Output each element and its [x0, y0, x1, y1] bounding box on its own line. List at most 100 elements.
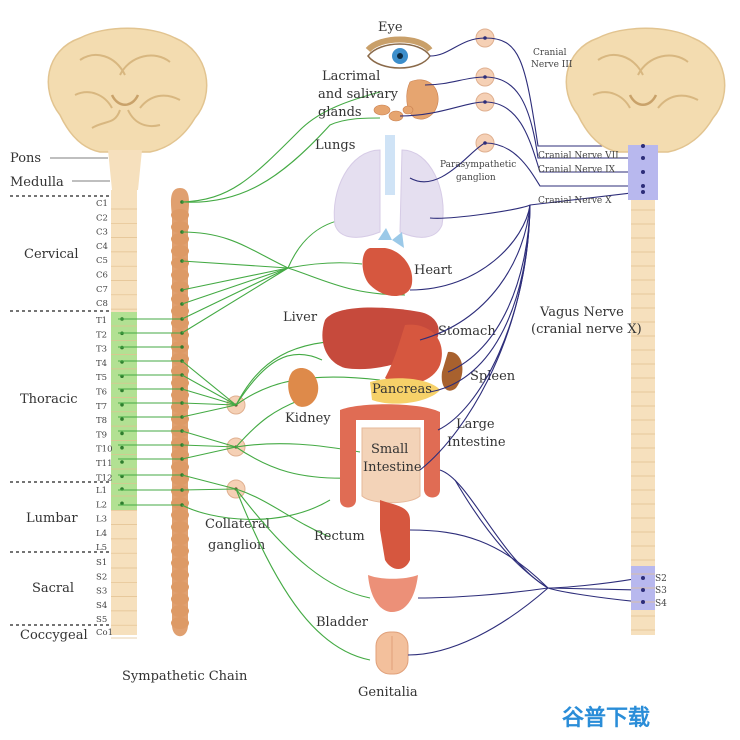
collateral-ganglion-label-2: ganglion: [208, 538, 266, 553]
chain-bead: [171, 545, 189, 557]
segment-label-t10: T10: [96, 445, 113, 455]
chain-bead: [171, 317, 189, 329]
chain-bead: [171, 413, 189, 425]
cord-segment-ticks: [111, 208, 137, 639]
chain-bead: [171, 605, 189, 617]
segment-label-s2: S2: [96, 572, 107, 582]
chain-bead: [171, 281, 189, 293]
cord-root-node: [120, 431, 124, 436]
eye-organ: [365, 36, 433, 69]
chain-bead: [171, 557, 189, 569]
salivary-glands: [373, 79, 439, 122]
lumbar-label: Lumbar: [26, 511, 78, 526]
pancreas-label: Pancreas: [372, 382, 432, 397]
genitalia-label: Genitalia: [358, 685, 418, 700]
segment-label-c2: C2: [96, 213, 108, 223]
rectum-label: Rectum: [314, 529, 365, 544]
left-brainstem: [108, 150, 142, 190]
pancreas-organ: [370, 378, 440, 404]
lacrimal-label-1: Lacrimal: [322, 69, 380, 84]
cervical-label: Cervical: [24, 247, 79, 262]
segment-label-t11: T11: [96, 459, 113, 469]
stomach-organ: [385, 324, 442, 385]
segment-label-c4: C4: [96, 242, 108, 252]
genitalia-organ: [375, 631, 409, 675]
cord-segment-labels: C1C2C3C4C5C6C7C8T1T2T3T4T5T6T7T8T9T10T11…: [96, 199, 113, 638]
collateral-ganglion-label-1: Collateral: [205, 517, 270, 532]
chain-bead: [171, 437, 189, 449]
heart-organ: [362, 228, 413, 297]
cord-root-node: [120, 388, 124, 393]
segment-label-c1: C1: [96, 199, 108, 209]
cord-root-node: [120, 417, 124, 421]
segment-label-t5: T5: [96, 373, 107, 383]
small-intestine-organ: [361, 427, 421, 504]
segment-label-c6: C6: [96, 271, 108, 281]
lungs-label: Lungs: [315, 138, 355, 153]
segment-label-c5: C5: [96, 256, 108, 266]
chain-bead: [171, 233, 189, 245]
segment-label-t7: T7: [96, 402, 107, 412]
chain-bead: [171, 269, 189, 281]
segment-label-t12: T12: [96, 473, 113, 483]
segment-label-t8: T8: [96, 416, 107, 426]
lungs-organ: [333, 135, 444, 238]
large-intestine-organ: [340, 404, 440, 508]
large-intestine-label-2: Intestine: [447, 435, 506, 450]
chain-bead: [171, 365, 189, 377]
right-cord-nodes: [641, 144, 645, 604]
sympathetic-chain-caption: Sympathetic Chain: [122, 669, 248, 684]
segment-label-t1: T1: [96, 316, 107, 326]
kidney-label: Kidney: [285, 411, 331, 426]
vagus-nerve-label-1: Vagus Nerve: [539, 305, 624, 320]
parasympathetic-ganglia: [475, 28, 495, 153]
segment-label-c3: C3: [96, 228, 108, 238]
chain-bead: [171, 221, 189, 233]
segment-label-s5: S5: [96, 615, 107, 625]
segment-label-l3: L3: [96, 515, 107, 525]
chain-bead: [171, 485, 189, 497]
cord-root-node: [120, 501, 124, 506]
chain-bead: [171, 305, 189, 317]
chain-bead: [171, 533, 189, 545]
segment-label-l1: L1: [96, 486, 107, 496]
bladder-organ: [368, 575, 418, 612]
chain-bead: [171, 353, 189, 365]
pons-label: Pons: [10, 151, 41, 166]
liver-label: Liver: [283, 310, 318, 325]
large-intestine-label-1: Large: [456, 417, 495, 432]
cord-root-node: [120, 403, 124, 407]
segment-label-l5: L5: [96, 543, 107, 553]
chain-bead: [171, 245, 189, 257]
right-brain: [565, 27, 726, 153]
cord-root-node: [120, 445, 124, 450]
segment-label-s4: S4: [96, 601, 107, 611]
chain-bead: [171, 569, 189, 581]
chain-bead: [171, 377, 189, 389]
sacral-s4-label: S4: [655, 599, 667, 609]
segment-label-t3: T3: [96, 345, 107, 355]
sacral-label: Sacral: [32, 581, 74, 596]
parasympathetic-ganglion-label-1: Parasympathetic: [440, 160, 516, 170]
cranial-nerve-iii-label-2: Nerve III: [531, 60, 573, 70]
chain-bead: [171, 389, 189, 401]
parasympathetic-ganglion-label-2: ganglion: [456, 173, 496, 183]
watermark-logo: 谷普下载: [562, 705, 650, 731]
right-cord-ticks: [631, 209, 655, 631]
chain-bead: [171, 209, 189, 221]
chain-bead: [171, 401, 189, 413]
small-intestine-label-2: Intestine: [363, 460, 422, 475]
sympathetic-chain-beads: [171, 209, 189, 629]
eye-label: Eye: [378, 20, 403, 35]
segment-label-l4: L4: [96, 529, 107, 539]
heart-label: Heart: [414, 263, 453, 278]
sacral-s3-label: S3: [655, 586, 667, 596]
segment-label-c8: C8: [96, 299, 108, 309]
cranial-nerve-vii-label: Cranial Nerve VII: [538, 151, 619, 161]
chain-bead: [171, 581, 189, 593]
spleen-label: Spleen: [470, 369, 516, 384]
cranial-nerve-ix-label: Cranial Nerve IX: [538, 165, 616, 175]
chain-bead: [171, 593, 189, 605]
chain-bead: [171, 461, 189, 473]
chain-bead: [171, 509, 189, 521]
